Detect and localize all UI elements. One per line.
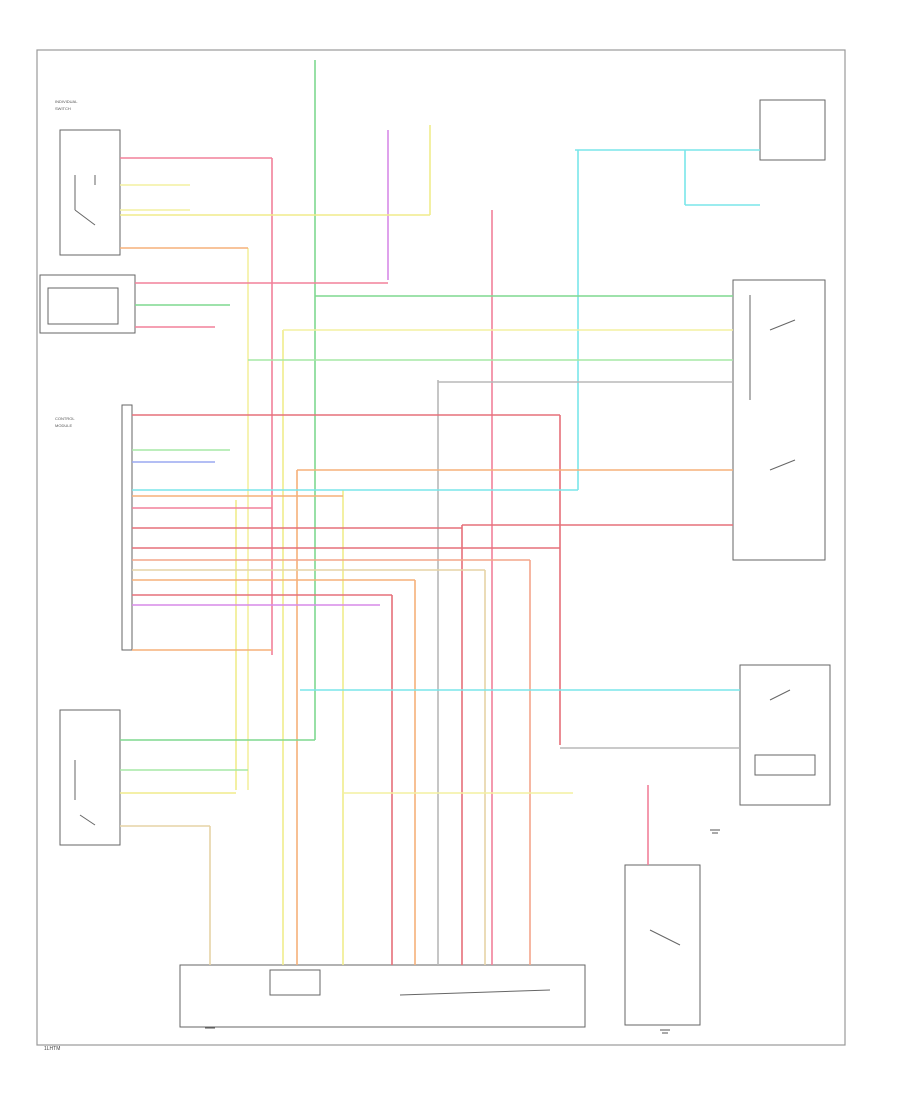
ground-symbols <box>205 829 720 1034</box>
left-small-component <box>39 274 136 334</box>
footer-code: 1LHTM <box>44 1046 60 1052</box>
horizontal-wires <box>120 149 760 827</box>
right-switch-box <box>732 279 826 561</box>
svg-text:INDIVIDUAL: INDIVIDUAL <box>55 99 78 104</box>
overdrive-switch <box>739 664 831 806</box>
vertical-wires <box>209 60 686 965</box>
ecm-connector: CONTROL MODULE <box>55 404 133 651</box>
bottom-transmission <box>179 964 586 1028</box>
range-sensor <box>624 864 701 1026</box>
svg-text:MODULE: MODULE <box>55 423 72 428</box>
lower-left-switch <box>59 709 121 846</box>
instrument-cluster <box>759 99 826 161</box>
outer-frame <box>36 49 846 1046</box>
top-left-component: INDIVIDUAL SWITCH <box>55 99 121 256</box>
svg-text:CONTROL: CONTROL <box>55 416 75 421</box>
svg-text:SWITCH: SWITCH <box>55 106 71 111</box>
